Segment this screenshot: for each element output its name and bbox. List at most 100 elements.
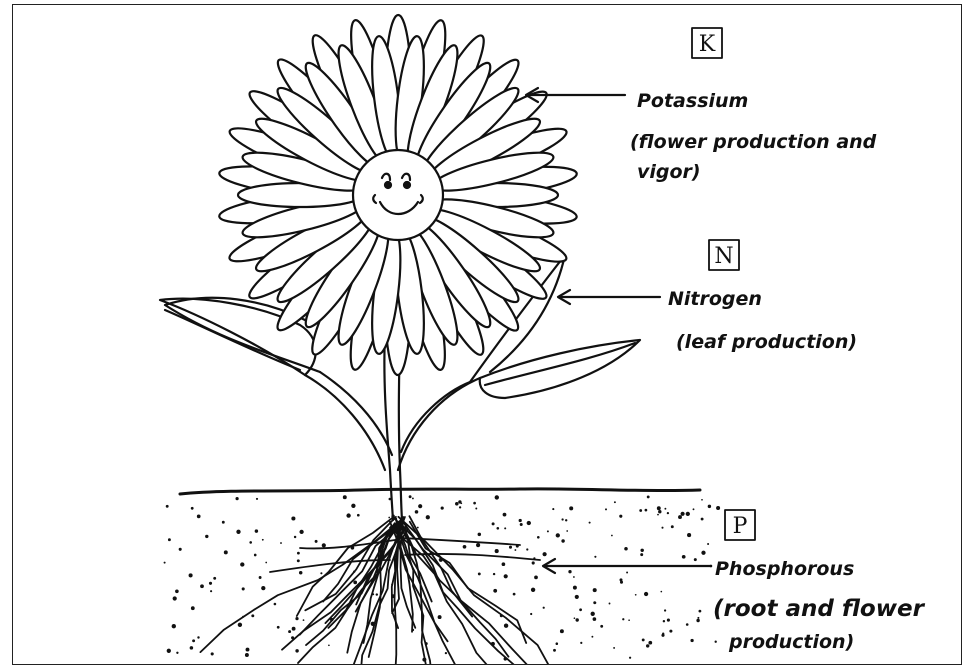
- soil-speck: [576, 618, 579, 621]
- phosphorus-symbol: P: [733, 514, 748, 539]
- soil-speck: [328, 644, 330, 646]
- soil-speck: [205, 535, 208, 538]
- soil-speck: [648, 641, 652, 645]
- soil-speck: [657, 514, 659, 516]
- soil-speck: [295, 649, 298, 652]
- soil-speck: [565, 519, 567, 521]
- soil-speck: [256, 498, 258, 500]
- soil-speck: [504, 527, 506, 529]
- soil-speck: [172, 624, 176, 628]
- potassium-desc-line1: (flower production and: [630, 131, 877, 153]
- soil-speck: [661, 527, 663, 529]
- soil-speck: [503, 513, 507, 517]
- soil-speck: [569, 506, 573, 510]
- soil-speck: [459, 506, 461, 508]
- soil-speck: [575, 595, 579, 599]
- soil-speck: [628, 619, 630, 621]
- soil-speck: [556, 642, 559, 645]
- soil-speck: [574, 617, 576, 619]
- soil-speck: [388, 517, 390, 519]
- soil-speck: [376, 593, 378, 595]
- soil-speck: [190, 646, 194, 650]
- soil-speck: [594, 556, 596, 558]
- soil-speck: [251, 614, 254, 617]
- soil-speck: [593, 588, 597, 592]
- soil-speck: [715, 641, 717, 643]
- soil-speck: [543, 552, 547, 556]
- soil-speck: [699, 610, 702, 613]
- soil-speck: [613, 647, 615, 649]
- soil-speck: [288, 630, 291, 633]
- soil-speck: [249, 541, 252, 544]
- soil-speck: [242, 587, 245, 590]
- soil-speck: [600, 625, 603, 628]
- soil-speck: [299, 530, 303, 534]
- soil-speck: [476, 543, 480, 547]
- soil-speck: [642, 638, 645, 641]
- soil-speck: [686, 512, 690, 516]
- soil-speck: [664, 508, 666, 510]
- soil-speck: [589, 522, 591, 524]
- soil-speck: [644, 592, 648, 596]
- soil-speck: [537, 536, 540, 539]
- soil-speck: [681, 512, 685, 516]
- soil-speck: [246, 648, 250, 652]
- soil-speck: [197, 515, 201, 519]
- soil-speck: [619, 515, 622, 518]
- soil-speck: [530, 613, 532, 615]
- soil-speck: [274, 603, 277, 606]
- soil-speck: [191, 507, 194, 510]
- soil-speck: [609, 603, 611, 605]
- soil-speck: [667, 512, 669, 514]
- soil-speck: [210, 590, 212, 592]
- phosphorus-desc-line1: (root and flower: [713, 596, 926, 622]
- soil-speck: [568, 570, 571, 573]
- nitrogen-label: N Nitrogen (leaf production): [668, 244, 857, 353]
- soil-speck: [520, 523, 523, 526]
- soil-speck: [504, 574, 508, 578]
- soil-speck: [492, 522, 495, 525]
- soil-speck: [694, 558, 697, 561]
- soil-speck: [240, 562, 244, 566]
- soil-speck: [682, 555, 686, 559]
- soil-speck: [164, 562, 166, 564]
- soil-speck: [620, 578, 623, 581]
- soil-speck: [292, 627, 296, 631]
- soil-speck: [192, 639, 195, 642]
- soil-speck: [303, 619, 305, 621]
- soil-speck: [657, 506, 661, 510]
- soil-speck: [438, 615, 442, 619]
- soil-speck: [593, 601, 596, 604]
- soil-speck: [173, 596, 177, 600]
- soil-speck: [693, 508, 695, 510]
- soil-speck: [547, 530, 549, 532]
- phosphorus-label: P Phosphorous (root and flower productio…: [713, 514, 926, 653]
- soil-speck: [658, 510, 661, 513]
- soil-speck: [543, 607, 545, 609]
- soil-speck: [626, 572, 628, 574]
- soil-speck: [664, 609, 666, 611]
- soil-speck: [552, 508, 554, 510]
- soil-speck: [255, 529, 258, 532]
- phosphorus-name: Phosphorous: [715, 558, 854, 580]
- soil-speck: [280, 542, 282, 544]
- soil-speck: [496, 527, 499, 530]
- soil-speck: [473, 502, 476, 505]
- soil-speck: [686, 623, 689, 626]
- soil-speck: [701, 518, 704, 521]
- soil-speck: [614, 501, 616, 503]
- soil-speck: [441, 507, 444, 510]
- soil-speck: [189, 573, 193, 577]
- soil-speck: [357, 514, 360, 517]
- soil-speck: [647, 495, 650, 498]
- soil-speck: [426, 515, 430, 519]
- nitrogen-desc: (leaf production): [676, 331, 857, 353]
- soil-speck: [697, 617, 699, 619]
- soil-speck: [504, 624, 508, 628]
- soil-speck: [611, 535, 613, 537]
- soil-speck: [566, 530, 568, 532]
- soil-speck: [640, 549, 643, 552]
- soil-speck: [418, 504, 422, 508]
- soil-speck: [175, 589, 179, 593]
